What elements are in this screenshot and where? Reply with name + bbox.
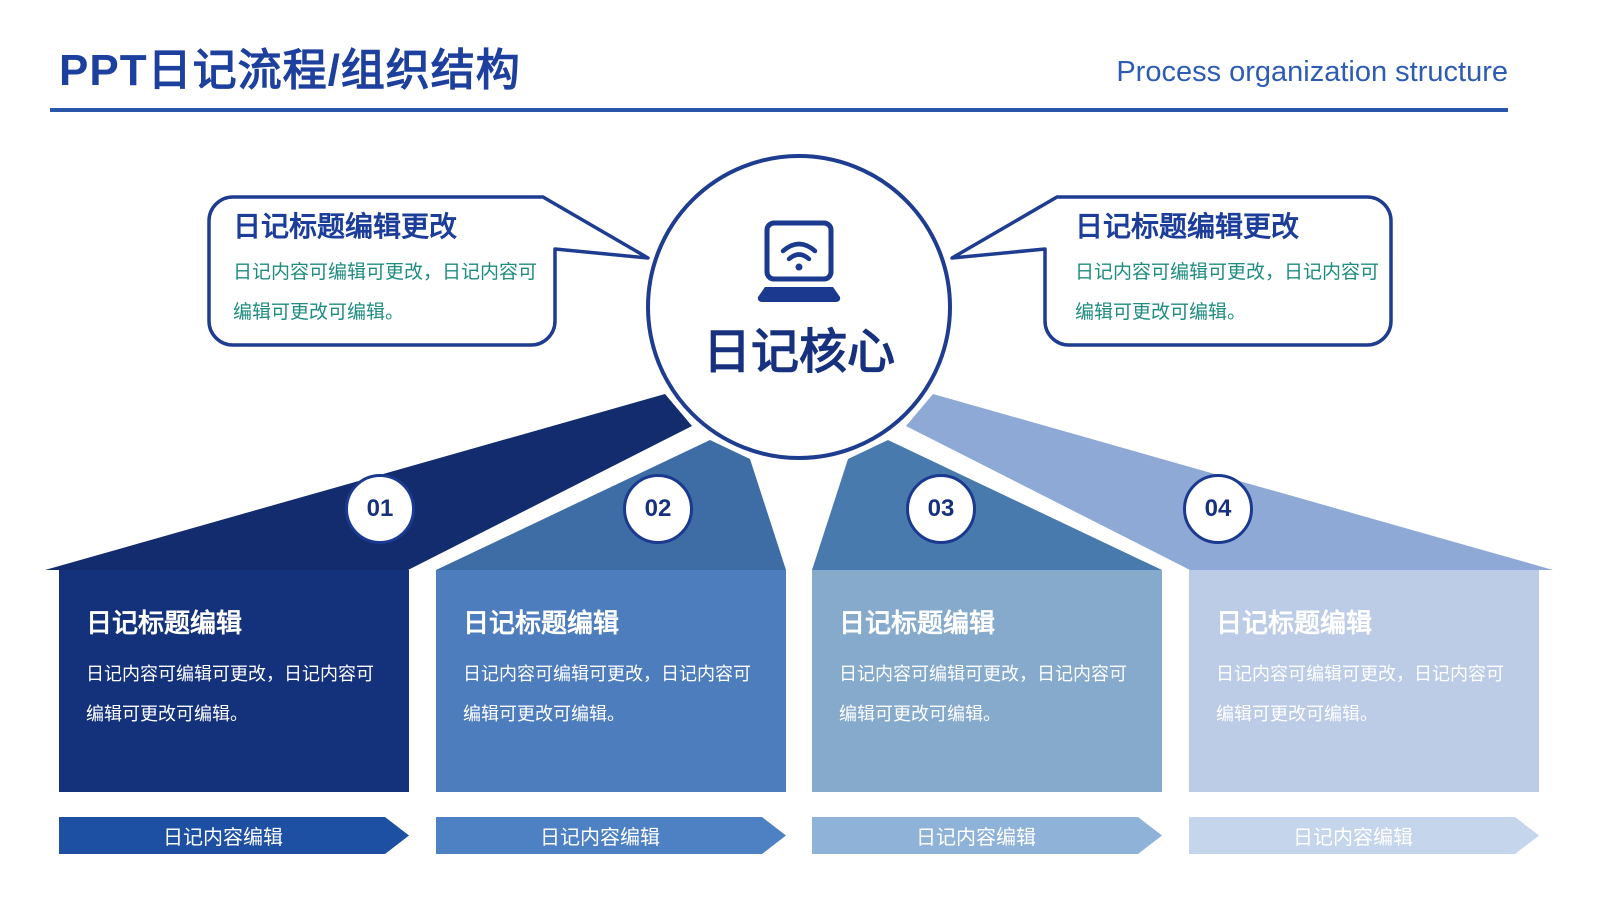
card-body: 日记内容可编辑可更改，日记内容可编辑可更改可编辑。 (1216, 664, 1504, 724)
core-circle: 日记核心 (646, 154, 952, 460)
card-body: 日记内容可编辑可更改，日记内容可编辑可更改可编辑。 (86, 664, 374, 724)
banner-label: 日记内容编辑 (916, 827, 1036, 849)
card-title: 日记标题编辑 (86, 608, 243, 638)
banner-label: 日记内容编辑 (1293, 827, 1413, 849)
card-title: 日记标题编辑 (463, 608, 620, 638)
callout-body: 日记内容可编辑可更改，日记内容可编辑可更改可编辑。 (233, 261, 538, 323)
card-body: 日记内容可编辑可更改，日记内容可编辑可更改可编辑。 (839, 664, 1127, 724)
step-card-1: 日记标题编辑 日记内容可编辑可更改，日记内容可编辑可更改可编辑。 (59, 570, 409, 792)
page-subtitle: Process organization structure (1116, 56, 1508, 88)
card-body: 日记内容可编辑可更改，日记内容可编辑可更改可编辑。 (463, 664, 751, 724)
callout-right: 日记标题编辑更改 日记内容可编辑可更改，日记内容可编辑可更改可编辑。 (1075, 211, 1387, 333)
ray-2 (436, 440, 786, 570)
card-title: 日记标题编辑 (1216, 608, 1373, 638)
header-divider (50, 108, 1508, 112)
page-title: PPT日记流程/组织结构 (59, 46, 521, 95)
step-number-3: 03 (906, 474, 976, 544)
step-card-3: 日记标题编辑 日记内容可编辑可更改，日记内容可编辑可更改可编辑。 (812, 570, 1162, 792)
laptop-wifi-icon (757, 220, 841, 302)
banner-arrow-4: 日记内容编辑 (1189, 817, 1539, 854)
banner-label: 日记内容编辑 (540, 827, 660, 849)
banner-label: 日记内容编辑 (163, 827, 283, 849)
step-number-1: 01 (345, 474, 415, 544)
step-card-2: 日记标题编辑 日记内容可编辑可更改，日记内容可编辑可更改可编辑。 (436, 570, 786, 792)
callout-title: 日记标题编辑更改 (233, 211, 458, 242)
callout-title: 日记标题编辑更改 (1075, 211, 1300, 242)
banner-arrow-2: 日记内容编辑 (436, 817, 786, 854)
card-title: 日记标题编辑 (839, 608, 996, 638)
callout-body: 日记内容可编辑可更改，日记内容可编辑可更改可编辑。 (1075, 261, 1380, 323)
core-label: 日记核心 (702, 326, 895, 379)
banner-arrow-3: 日记内容编辑 (812, 817, 1162, 854)
step-card-4: 日记标题编辑 日记内容可编辑可更改，日记内容可编辑可更改可编辑。 (1189, 570, 1539, 792)
callout-left: 日记标题编辑更改 日记内容可编辑可更改，日记内容可编辑可更改可编辑。 (233, 211, 545, 333)
callout-bubble-left (207, 195, 650, 347)
ray-3 (812, 440, 1162, 570)
step-number-2: 02 (623, 474, 693, 544)
banner-arrow-1: 日记内容编辑 (59, 817, 409, 854)
step-number-4: 04 (1183, 474, 1253, 544)
callout-bubble-right (950, 195, 1393, 347)
